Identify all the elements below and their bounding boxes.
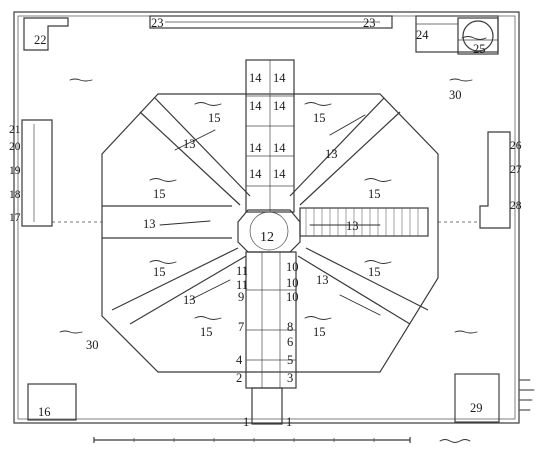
- label-14b: 14: [273, 71, 286, 85]
- label-22: 22: [34, 33, 47, 47]
- label-13-e: 13: [346, 219, 359, 233]
- label-5: 5: [287, 353, 293, 367]
- radial-wing-north-west: [139, 97, 251, 206]
- octagon-enclosure: [101, 93, 439, 373]
- label-2: 2: [236, 371, 242, 385]
- label-11a: 11: [236, 264, 248, 278]
- label-23a: 23: [151, 16, 164, 30]
- room-labels: 1 1 2 3 4 5 6 7 8 9 10 10 10 11 11 12 13…: [9, 16, 522, 429]
- top-gate-building: [149, 15, 393, 29]
- label-17: 17: [9, 212, 21, 224]
- label-13-sw: 13: [183, 293, 196, 307]
- label-23b: 23: [363, 16, 376, 30]
- label-14h: 14: [273, 167, 286, 181]
- label-15c: 15: [153, 187, 166, 201]
- label-15f: 15: [368, 265, 381, 279]
- label-14d: 14: [273, 99, 286, 113]
- radial-wing-south-east: [297, 247, 429, 325]
- outer-wall: [13, 11, 520, 424]
- label-19: 19: [9, 165, 21, 177]
- label-29: 29: [470, 401, 483, 415]
- label-9: 9: [238, 290, 244, 304]
- label-13-w: 13: [143, 217, 156, 231]
- radial-wing-west: [102, 205, 232, 239]
- corner-building-bottom-left: [27, 383, 77, 421]
- label-21: 21: [9, 124, 21, 136]
- label-24: 24: [416, 28, 429, 42]
- corner-building-top-left: [23, 17, 69, 51]
- label-14f: 14: [273, 141, 286, 155]
- label-15a: 15: [208, 111, 221, 125]
- label-16: 16: [38, 405, 51, 419]
- label-1a: 1: [243, 415, 249, 429]
- label-14e: 14: [249, 141, 262, 155]
- corner-building-bottom-right: [454, 373, 500, 423]
- label-4: 4: [236, 353, 243, 367]
- label-6: 6: [287, 335, 293, 349]
- label-10b: 10: [286, 276, 299, 290]
- radial-wing-south: [245, 251, 297, 425]
- label-11b: 11: [236, 278, 248, 292]
- label-20: 20: [9, 141, 21, 153]
- handwritten-annotations: [59, 36, 535, 411]
- label-13-se: 13: [316, 273, 329, 287]
- label-25: 25: [473, 42, 486, 56]
- label-3: 3: [287, 371, 293, 385]
- label-18: 18: [9, 189, 21, 201]
- scale-bar-icon: [93, 437, 471, 443]
- right-side-building: [479, 131, 511, 229]
- label-13-nw: 13: [183, 137, 196, 151]
- label-26: 26: [510, 140, 522, 152]
- label-1b: 1: [286, 415, 292, 429]
- label-7: 7: [238, 320, 244, 334]
- radial-wing-north-east: [289, 97, 401, 206]
- label-15e: 15: [153, 265, 166, 279]
- label-14c: 14: [249, 99, 262, 113]
- label-15b: 15: [313, 111, 326, 125]
- label-28: 28: [510, 200, 522, 212]
- label-10c: 10: [286, 290, 299, 304]
- label-15d: 15: [368, 187, 381, 201]
- label-10a: 10: [286, 260, 299, 274]
- central-hub: [237, 209, 301, 253]
- label-14a: 14: [249, 71, 262, 85]
- label-30b: 30: [86, 338, 99, 352]
- label-30a: 30: [449, 88, 462, 102]
- label-27: 27: [510, 164, 522, 176]
- label-15g: 15: [200, 325, 213, 339]
- label-12: 12: [260, 230, 274, 245]
- label-14g: 14: [249, 167, 262, 181]
- label-15h: 15: [313, 325, 326, 339]
- radial-wing-south-west: [111, 247, 247, 325]
- label-13-ne: 13: [325, 147, 338, 161]
- corner-building-top-right: [415, 15, 499, 55]
- left-side-building: [21, 119, 53, 227]
- radial-wing-east: [299, 207, 429, 237]
- label-8: 8: [287, 320, 293, 334]
